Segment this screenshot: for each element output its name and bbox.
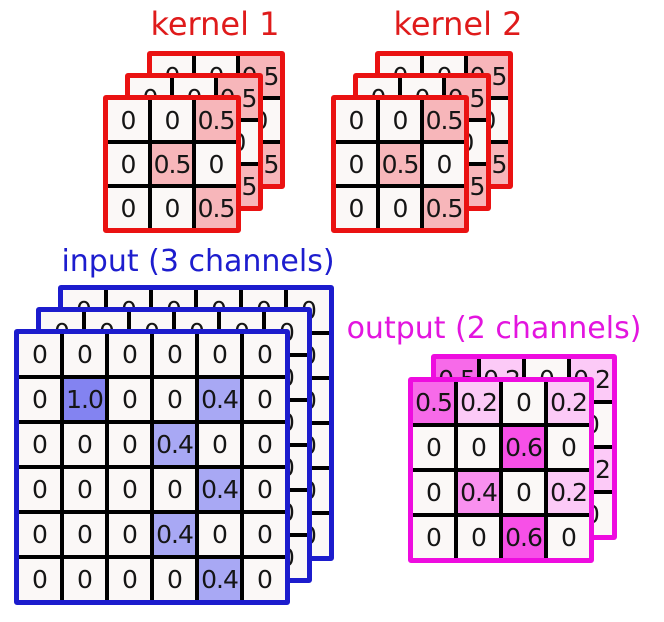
input-cell-r5c2: 0 [64,514,105,555]
input-cell-r1c4: 0 [154,334,195,375]
input-cell-r6c4: 0 [154,559,195,600]
input-cell-r3c1: 0 [19,424,60,465]
kernel2-cell-r1c1: 0 [336,100,376,140]
kernel1-cell-r1c1: 0 [108,100,148,140]
input-cell-r5c1: 0 [19,514,60,555]
kernel1-cell-r2c3: 0 [196,144,236,184]
kernel1-cell-r1c3: 0.5 [196,100,236,140]
input-cell-r2c6: 0 [244,379,285,420]
kernel1-title: kernel 1 [150,5,280,43]
kernel1-cell-r2c2: 0.5 [152,144,192,184]
input-cell-r2c2: 1.0 [64,379,105,420]
input-cell-r6c5: 0.4 [199,559,240,600]
input-cell-r6c2: 0 [64,559,105,600]
input-cell-r3c4: 0.4 [154,424,195,465]
input-cell-r5c5: 0 [199,514,240,555]
input-cell-r6c1: 0 [19,559,60,600]
kernel2-cell-r1c3: 0.5 [424,100,464,140]
output-cell-r4c1: 0 [413,517,454,558]
input-cell-r4c1: 0 [19,469,60,510]
kernel2-cell-r2c3: 0 [424,144,464,184]
kernel2-cell-r3c3: 0.5 [424,188,464,228]
kernel1-cell-r1c2: 0 [152,100,192,140]
output-cell-r2c1: 0 [413,427,454,468]
input-cell-r3c3: 0 [109,424,150,465]
output-cell-r4c2: 0 [458,517,499,558]
output-cell-r3c1: 0 [413,472,454,513]
input-cell-r5c3: 0 [109,514,150,555]
input-cell-r6c6: 0 [244,559,285,600]
output-cell-r1c3: 0 [503,382,544,423]
kernel2-title: kernel 2 [393,5,523,43]
kernel2-cell-r3c2: 0 [380,188,420,228]
input-cell-r1c2: 0 [64,334,105,375]
input-cell-r2c4: 0 [154,379,195,420]
input-cell-r5c6: 0 [244,514,285,555]
output-cell-r4c4: 0 [548,517,589,558]
output-title: output (2 channels) [346,311,642,346]
kernel2-cell-r1c2: 0 [380,100,420,140]
output-cell-r3c3: 0 [503,472,544,513]
input-cell-r3c5: 0 [199,424,240,465]
input-cell-r2c5: 0.4 [199,379,240,420]
output-cell-r3c4: 0.2 [548,472,589,513]
input-cell-r2c3: 0 [109,379,150,420]
kernel1-cell-r2c1: 0 [108,144,148,184]
kernel1-cell-r3c3: 0.5 [196,188,236,228]
input-cell-r1c5: 0 [199,334,240,375]
input-cell-r1c6: 0 [244,334,285,375]
output-cell-r4c3: 0.6 [503,517,544,558]
input-cell-r1c1: 0 [19,334,60,375]
output-cell-r3c2: 0.4 [458,472,499,513]
input-cell-r5c4: 0.4 [154,514,195,555]
input-cell-r4c5: 0.4 [199,469,240,510]
input-cell-r2c1: 0 [19,379,60,420]
kernel2-cell-r3c1: 0 [336,188,376,228]
input-cell-r4c6: 0 [244,469,285,510]
input-cell-r4c4: 0 [154,469,195,510]
input-title: input (3 channels) [61,244,335,279]
kernel2-cell-r2c1: 0 [336,144,376,184]
kernel1-cell-r3c1: 0 [108,188,148,228]
kernel2-cell-r2c2: 0.5 [380,144,420,184]
output-cell-r1c2: 0.2 [458,382,499,423]
input-cell-r4c2: 0 [64,469,105,510]
input-cell-r3c6: 0 [244,424,285,465]
output-cell-r2c2: 0 [458,427,499,468]
input-cell-r6c3: 0 [109,559,150,600]
input-cell-r4c3: 0 [109,469,150,510]
output-cell-r1c1: 0.5 [413,382,454,423]
output-cell-r2c4: 0 [548,427,589,468]
output-cell-r1c4: 0.2 [548,382,589,423]
input-cell-r1c3: 0 [109,334,150,375]
output-cell-r2c3: 0.6 [503,427,544,468]
input-cell-r3c2: 0 [64,424,105,465]
kernel1-cell-r3c2: 0 [152,188,192,228]
